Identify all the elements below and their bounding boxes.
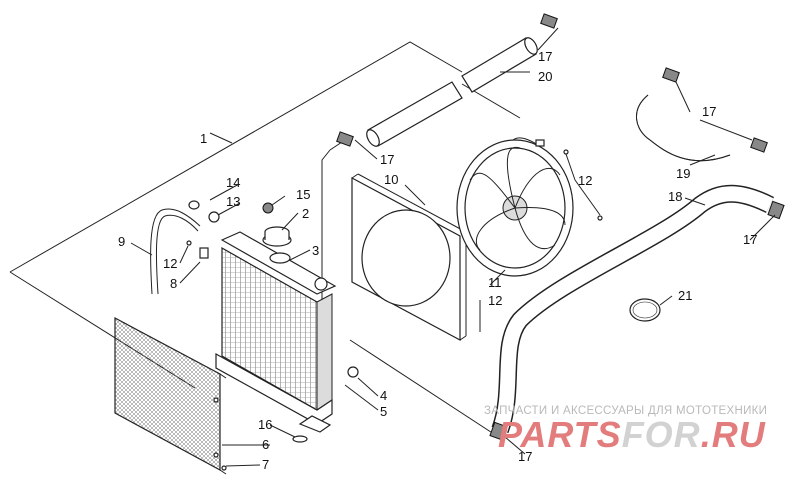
radiator-cap bbox=[262, 226, 292, 247]
callout-3: 3 bbox=[312, 243, 319, 258]
hose-19 bbox=[636, 67, 768, 162]
small-fasteners bbox=[186, 200, 308, 471]
callout-9: 9 bbox=[118, 234, 125, 249]
callout-17: 17 bbox=[702, 104, 716, 119]
hose-18 bbox=[489, 184, 785, 441]
callout-11: 11 bbox=[488, 275, 502, 290]
callout-14: 14 bbox=[226, 175, 240, 190]
callout-5: 5 bbox=[380, 404, 387, 419]
callout-8: 8 bbox=[170, 276, 177, 291]
callout-21: 21 bbox=[678, 288, 692, 303]
callout-1: 1 bbox=[200, 131, 207, 146]
callout-6: 6 bbox=[262, 437, 269, 452]
callout-12: 12 bbox=[488, 293, 502, 308]
callout-7: 7 bbox=[262, 457, 269, 472]
leader-lines bbox=[130, 27, 776, 467]
callout-18: 18 bbox=[668, 189, 682, 204]
callout-10: 10 bbox=[384, 172, 398, 187]
callout-12: 12 bbox=[578, 173, 592, 188]
callout-17: 17 bbox=[518, 449, 532, 464]
upper-hose bbox=[336, 13, 558, 147]
callout-17: 17 bbox=[743, 232, 757, 247]
fan-shroud bbox=[351, 173, 467, 342]
callout-17: 17 bbox=[538, 49, 552, 64]
overflow-hose bbox=[150, 208, 201, 295]
radiator-screen bbox=[114, 317, 227, 475]
callout-20: 20 bbox=[538, 69, 552, 84]
callout-17: 17 bbox=[380, 152, 394, 167]
watermark-tagline: ЗАПЧАСТИ И АКСЕССУАРЫ ДЛЯ МОТОТЕХНИКИ bbox=[484, 405, 768, 417]
callout-12: 12 bbox=[163, 256, 177, 271]
callout-15: 15 bbox=[296, 187, 310, 202]
clamp-21 bbox=[629, 298, 661, 322]
callout-2: 2 bbox=[302, 206, 309, 221]
watermark-logo-parts: PARTS bbox=[498, 414, 622, 455]
watermark-logo: PARTSFOR.RU bbox=[498, 414, 766, 456]
callout-13: 13 bbox=[226, 194, 240, 209]
cooling-fan bbox=[456, 137, 603, 277]
watermark-logo-ru: .RU bbox=[700, 414, 766, 455]
callout-19: 19 bbox=[676, 166, 690, 181]
radiator bbox=[215, 231, 359, 433]
callout-16: 16 bbox=[258, 417, 272, 432]
callout-4: 4 bbox=[380, 388, 387, 403]
watermark-logo-for: FOR bbox=[621, 414, 701, 455]
callout-labels: 17 20 17 19 18 17 21 1 17 10 12 11 12 14… bbox=[118, 49, 757, 472]
